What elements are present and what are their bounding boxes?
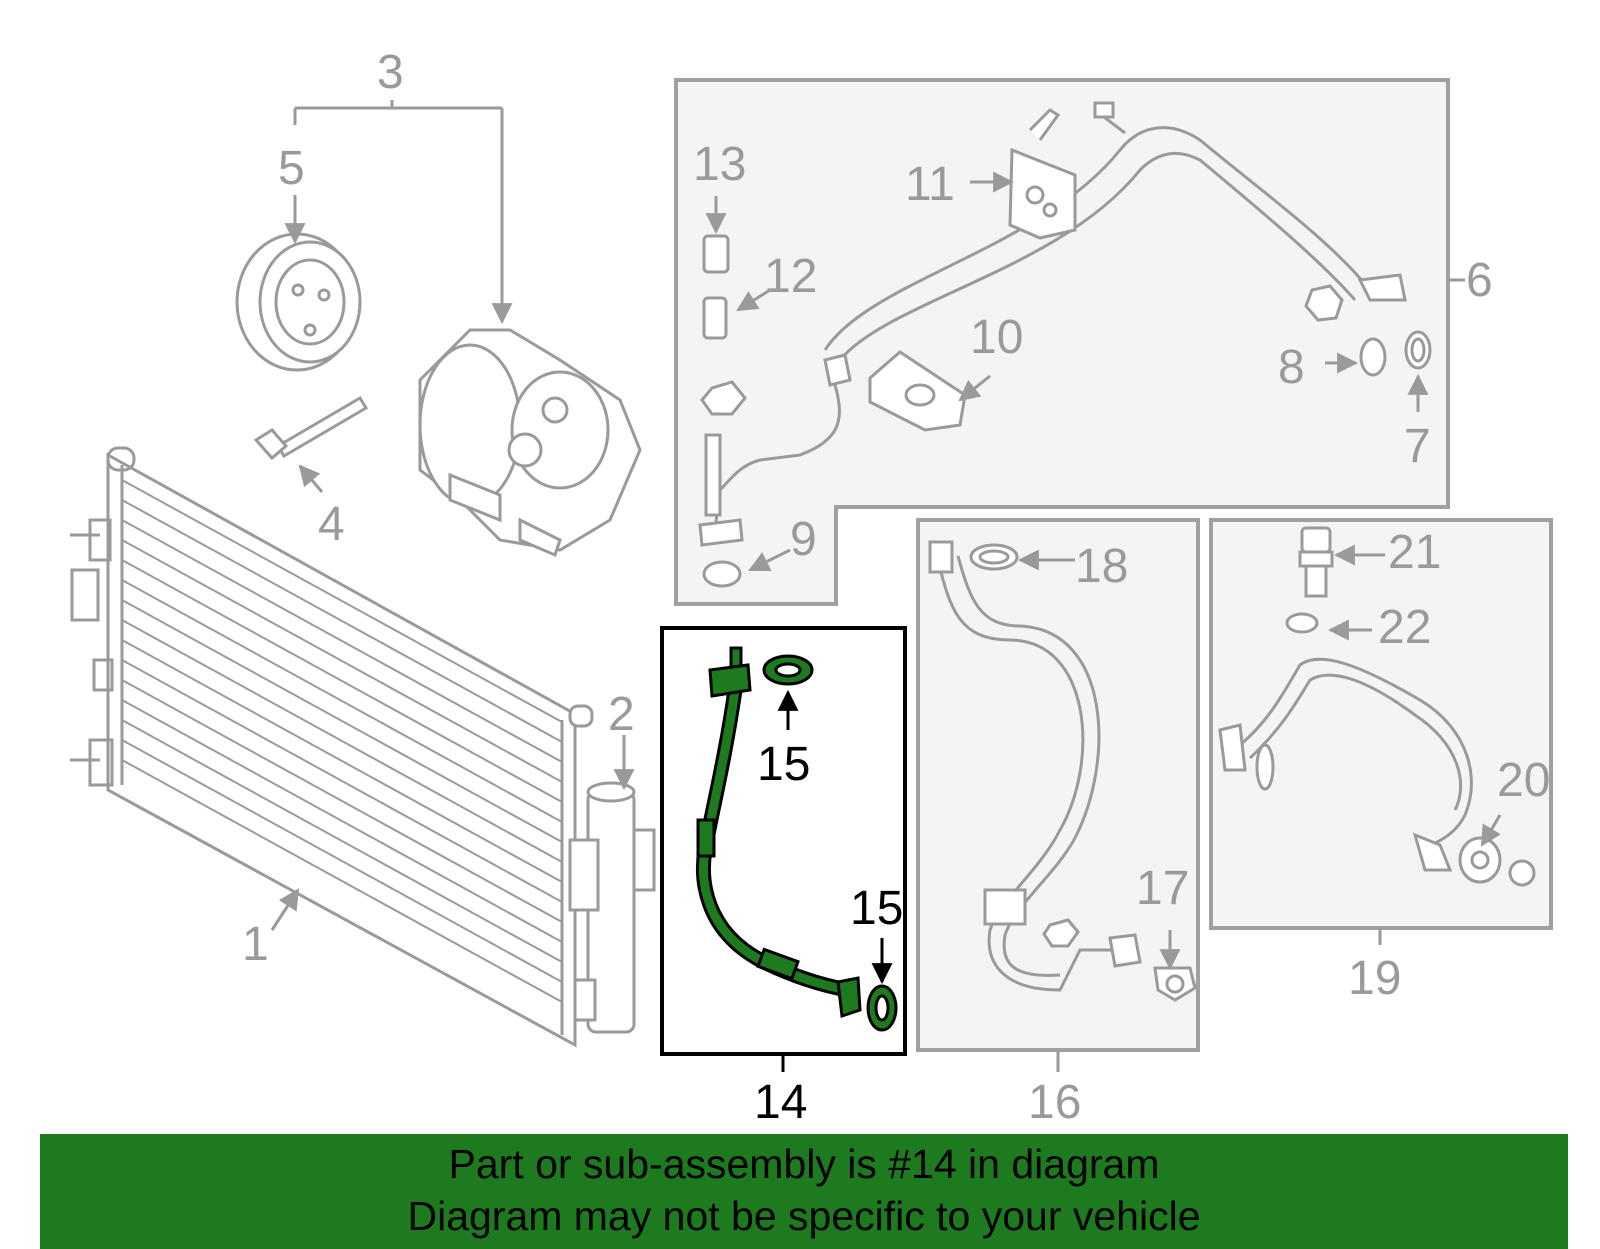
parts-diagram: 1 2 3 4 5 6 7 8 9 10 11 12 13 14 15 15 1…	[70, 46, 1553, 1129]
valve-parts-12-13	[700, 234, 747, 416]
callout-15-bottom: 15	[850, 882, 903, 935]
callout-16: 16	[1028, 1076, 1081, 1129]
callout-12: 12	[764, 250, 817, 303]
sensor-part-21	[1298, 526, 1334, 598]
callout-8: 8	[1278, 341, 1305, 394]
condenser-part-1	[70, 446, 577, 1048]
seal-part-9	[702, 560, 742, 588]
assembly-box-16	[916, 518, 1200, 1052]
banner-line-1: Part or sub-assembly is #14 in diagram	[448, 1141, 1160, 1187]
callout-6: 6	[1466, 254, 1493, 307]
pulley-part-5	[235, 232, 362, 372]
callout-10: 10	[970, 311, 1023, 364]
banner-line-2: Diagram may not be specific to your vehi…	[407, 1193, 1201, 1239]
bolt-part-4	[253, 395, 369, 461]
leader-lines	[270, 100, 1502, 1072]
bracket-part-11	[1008, 108, 1077, 240]
seals-part-20-22	[1255, 612, 1536, 887]
callout-3: 3	[377, 46, 404, 99]
callout-14: 14	[754, 1076, 807, 1129]
compressor-part-3	[418, 328, 642, 558]
callout-4: 4	[318, 498, 345, 551]
assembly-box-6	[674, 78, 1450, 606]
callout-20: 20	[1497, 754, 1550, 807]
callout-17: 17	[1136, 862, 1189, 915]
callout-22: 22	[1378, 601, 1431, 654]
hose-part-19	[1218, 657, 1473, 872]
callout-21: 21	[1388, 526, 1441, 579]
condenser-cap	[568, 704, 594, 728]
callout-13: 13	[693, 138, 746, 191]
callout-2: 2	[608, 688, 635, 741]
receiver-drier-part-2	[568, 781, 656, 1034]
leader-lines-highlighted	[777, 689, 893, 1072]
suction-hose-part-6	[698, 126, 1407, 547]
hose-part-14-highlighted	[696, 646, 862, 1019]
nut-and-seals-7-8	[1304, 284, 1432, 377]
hose-part-16	[928, 540, 1142, 992]
callout-15-top: 15	[757, 738, 810, 791]
callout-1: 1	[242, 918, 269, 971]
callout-18: 18	[1075, 540, 1128, 593]
bolt-part-11a	[1093, 101, 1126, 135]
seals-part-15-highlighted	[762, 654, 898, 1032]
callout-19: 19	[1348, 952, 1401, 1005]
callout-7: 7	[1404, 420, 1431, 473]
gasket-plate-part-10	[868, 350, 967, 432]
callout-11: 11	[905, 158, 955, 211]
seals-part-17-18	[969, 543, 1197, 1002]
callout-labels: 1 2 3 4 5 6 7 8 9 10 11 12 13 14 15 15 1…	[242, 46, 1550, 1129]
info-banner: Part or sub-assembly is #14 in diagram D…	[40, 1134, 1568, 1249]
callout-5: 5	[278, 142, 305, 195]
callout-9: 9	[790, 513, 817, 566]
